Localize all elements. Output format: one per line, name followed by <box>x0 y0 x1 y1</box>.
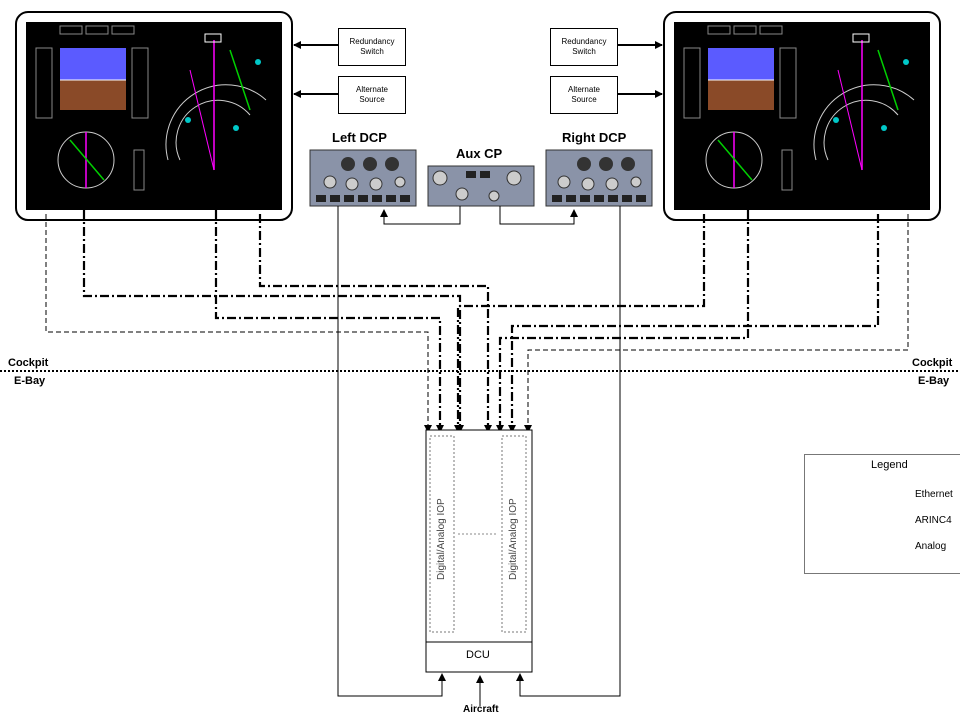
left-attitude-ground <box>60 80 126 110</box>
right-redundancy-switch-box: Redundancy Switch <box>550 28 618 66</box>
left-redundancy-switch-box: Redundancy Switch <box>338 28 406 66</box>
aux-cp-panel <box>427 165 535 207</box>
right-redundancy-line2: Switch <box>572 47 596 56</box>
zone-cockpit-left: Cockpit <box>8 357 49 369</box>
left-display-unit <box>15 11 293 221</box>
right-ethernet-link-1 <box>454 214 706 433</box>
left-ethernet-link-1 <box>82 210 464 433</box>
right-dcp-arinc-link <box>516 206 621 697</box>
dcu-iop-left-label: Digital/Analog IOP <box>436 498 447 580</box>
legend-title: Legend <box>871 459 908 471</box>
right-analog-link <box>524 214 909 433</box>
right-redundancy-line1: Redundancy <box>561 37 607 46</box>
dcu-label: DCU <box>466 649 490 661</box>
right-alternate-line2: Source <box>571 95 597 104</box>
left-alternate-line2: Source <box>359 95 385 104</box>
aux-to-right-dcp-link <box>499 206 578 225</box>
legend-item-ethernet: Ethernet <box>915 489 953 500</box>
right-ethernet-link-2 <box>508 214 880 433</box>
right-display-unit <box>663 11 941 221</box>
zone-ebay-right: E-Bay <box>918 375 950 387</box>
aircraft-label: Aircraft <box>463 704 499 715</box>
left-dcp-arinc-link <box>337 206 446 697</box>
right-pfd-screen <box>683 25 797 191</box>
left-pfd-screen <box>35 25 149 191</box>
left-ethernet-link-3 <box>258 214 492 433</box>
left-dcp-title: Left DCP <box>332 130 387 145</box>
right-dcp-title: Right DCP <box>562 130 627 145</box>
legend-item-arinc: ARINC4 <box>915 515 952 526</box>
dcu-iop-right-label: Digital/Analog IOP <box>508 498 519 580</box>
left-analog-link <box>45 214 432 433</box>
dcu-unit <box>425 429 533 673</box>
aux-cp-title: Aux CP <box>456 146 503 161</box>
right-nd-screen <box>813 33 915 171</box>
right-attitude-sky <box>708 48 774 80</box>
left-attitude-sky <box>60 48 126 80</box>
dcu-iop-right-box <box>501 435 527 633</box>
right-alternate-line1: Alternate <box>567 85 601 94</box>
left-redundancy-line2: Switch <box>360 47 384 56</box>
legend-box: Legend Ethernet ARINC4 Analog <box>804 454 960 574</box>
left-alternate-source-box: Alternate Source <box>338 76 406 114</box>
left-ethernet-link-2 <box>214 210 444 433</box>
right-alternate-source-box: Alternate Source <box>550 76 618 114</box>
legend-item-analog: Analog <box>915 541 947 552</box>
right-attitude-ground <box>708 80 774 110</box>
left-dcp-panel <box>309 149 417 207</box>
left-alternate-line1: Alternate <box>355 85 389 94</box>
left-nd-screen <box>165 33 267 171</box>
zone-cockpit-right: Cockpit <box>912 357 953 369</box>
zone-ebay-left: E-Bay <box>14 375 46 387</box>
dcu-iop-left-box <box>429 435 455 633</box>
right-ethernet-link-3 <box>496 210 750 433</box>
left-redundancy-line1: Redundancy <box>349 37 395 46</box>
aux-to-left-dcp-link <box>380 206 461 225</box>
right-dcp-panel <box>545 149 653 207</box>
